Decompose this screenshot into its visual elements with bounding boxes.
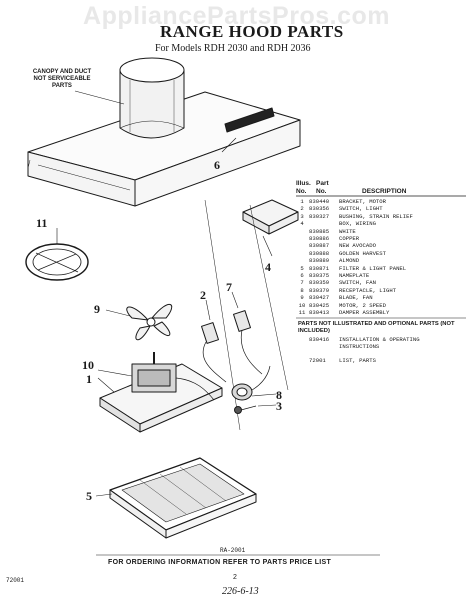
table-cell-part: 830888: [309, 249, 330, 257]
table-cell-desc: BRACKET, MOTOR: [339, 198, 386, 205]
handwritten-note: 226-6-13: [222, 586, 259, 597]
fan-switch: [233, 310, 263, 375]
table-cell-illus: 11: [298, 309, 306, 316]
table-cell-desc: SWITCH, LIGHT: [339, 205, 383, 213]
callout-1: 1: [86, 372, 92, 386]
light-switch: [201, 322, 227, 383]
table-cell-illus: 2: [300, 205, 304, 213]
table-row: 830416 INSTALLATION & OPERATING INSTRUCT…: [309, 336, 420, 350]
canopy-side: [134, 119, 301, 207]
page-subtitle: For Models RDH 2030 and RDH 2036: [155, 43, 311, 54]
table-cell-illus: 3: [300, 212, 304, 220]
table-cell-part: 830425: [309, 301, 330, 309]
callout-8: 8: [276, 388, 282, 402]
table-cell-desc: COPPER: [339, 235, 360, 242]
callout-4: 4: [265, 260, 271, 274]
table-cell-part: 830359: [309, 279, 330, 287]
callout-3: 3: [276, 399, 282, 413]
table-row: 830888 GOLDEN HARVEST: [296, 250, 466, 257]
table-cell-part: 830887: [309, 242, 330, 250]
table-cell-part: 830379: [309, 286, 330, 294]
callout-10: 10: [82, 358, 94, 372]
strain-relief-bushing: [234, 405, 257, 414]
table-cell-desc: DAMPER ASSEMBLY: [339, 309, 390, 316]
drawing-code: RA-2001: [220, 547, 246, 554]
callout-6: 6: [214, 158, 220, 172]
table-row: 8 830379 RECEPTACLE, LIGHT: [296, 287, 466, 294]
table-row: 2 830356 SWITCH, LIGHT: [296, 205, 466, 212]
table-cell-part: 830889: [309, 257, 330, 265]
table-head-part: Part No.: [316, 180, 329, 195]
table-cell-desc: BLADE, FAN: [339, 294, 373, 302]
watermark: AppliancePartsPros.com: [83, 2, 390, 30]
table-row: 72001 LIST, PARTS: [309, 357, 376, 364]
callout-7: 7: [226, 280, 232, 294]
table-cell-illus: 1: [300, 198, 304, 205]
callout-5: 5: [86, 489, 92, 503]
table-cell-part: 830375: [309, 272, 330, 279]
callout-2: 2: [200, 288, 206, 302]
table-head-description: DESCRIPTION: [362, 188, 407, 195]
page-title: RANGE HOOD PARTS: [160, 22, 344, 41]
table-cell-desc: BUSHING, STRAIN RELIEF: [339, 212, 413, 220]
table-cell-desc: ALMOND: [339, 257, 360, 265]
table-row: 1 830440 BRACKET, MOTOR: [296, 198, 466, 205]
table-row: 830885 WHITE: [296, 228, 466, 235]
table-cell-desc: RECEPTACLE, LIGHT: [339, 286, 397, 294]
table-row: 4 BOX, WIRING: [296, 220, 466, 227]
table-cell-desc: MOTOR, 2 SPEED: [339, 301, 386, 309]
table-cell-illus: 7: [300, 279, 304, 287]
fan-blade: [126, 304, 173, 341]
table-cell-illus: 10: [298, 301, 306, 309]
callout-9: 9: [94, 302, 100, 316]
canopy-note: CANOPY AND DUCT NOT SERVICEABLE PARTS: [32, 69, 92, 89]
table-cell-illus: 6: [300, 272, 304, 279]
table-cell-illus: 4: [300, 220, 304, 228]
table-cell-desc: WHITE: [339, 227, 356, 235]
table-cell-part: 830885: [309, 227, 330, 235]
duct: [119, 70, 185, 139]
table-row: 7 830359 SWITCH, FAN: [296, 279, 466, 286]
table-row: 830887 NEW AVOCADO: [296, 242, 466, 249]
table-row: 830886 COPPER: [296, 235, 466, 242]
table-cell-part: 830871: [309, 264, 330, 272]
table-cell-desc: FILTER & LIGHT PANEL: [339, 264, 407, 272]
table-cell-part: 830886: [309, 235, 330, 242]
table-cell-part: 830440: [309, 198, 330, 205]
table-row: 6 830375 NAMEPLATE: [296, 272, 466, 279]
table-row: 830889 ALMOND: [296, 257, 466, 264]
table-cell-part: 830413: [309, 309, 330, 316]
nameplate: [224, 107, 275, 133]
table-cell-desc: BOX, WIRING: [339, 220, 376, 228]
ordering-note: FOR ORDERING INFORMATION REFER TO PARTS …: [108, 559, 332, 566]
table-row: 5 830871 FILTER & LIGHT PANEL: [296, 265, 466, 272]
table-cell-illus: 5: [300, 264, 304, 272]
motor: [131, 352, 215, 401]
table-cell-desc: NEW AVOCADO: [339, 242, 376, 250]
not-illustrated-note: PARTS NOT ILLUSTRATED AND OPTIONAL PARTS…: [298, 321, 455, 334]
table-cell-illus: 8: [300, 286, 304, 294]
table-head-illus: Illus. No.: [296, 180, 311, 195]
table-cell-illus: 9: [300, 294, 304, 302]
callout-11: 11: [36, 216, 48, 230]
table-cell-part: 830327: [309, 212, 330, 220]
table-cell-part: 830427: [309, 294, 330, 302]
light-receptacle: [231, 365, 271, 401]
table-row: 3 830327 BUSHING, STRAIN RELIEF: [296, 213, 466, 220]
table-cell-desc: SWITCH, FAN: [339, 279, 376, 287]
duct-top: [119, 57, 185, 83]
page-number: 2: [233, 574, 237, 581]
table-row: 9 830427 BLADE, FAN: [296, 294, 466, 301]
table-cell-desc: GOLDEN HARVEST: [339, 249, 386, 257]
footer-code: 72001: [6, 577, 25, 584]
table-cell-desc: NAMEPLATE: [339, 272, 370, 279]
table-cell-part: 830356: [309, 205, 330, 213]
